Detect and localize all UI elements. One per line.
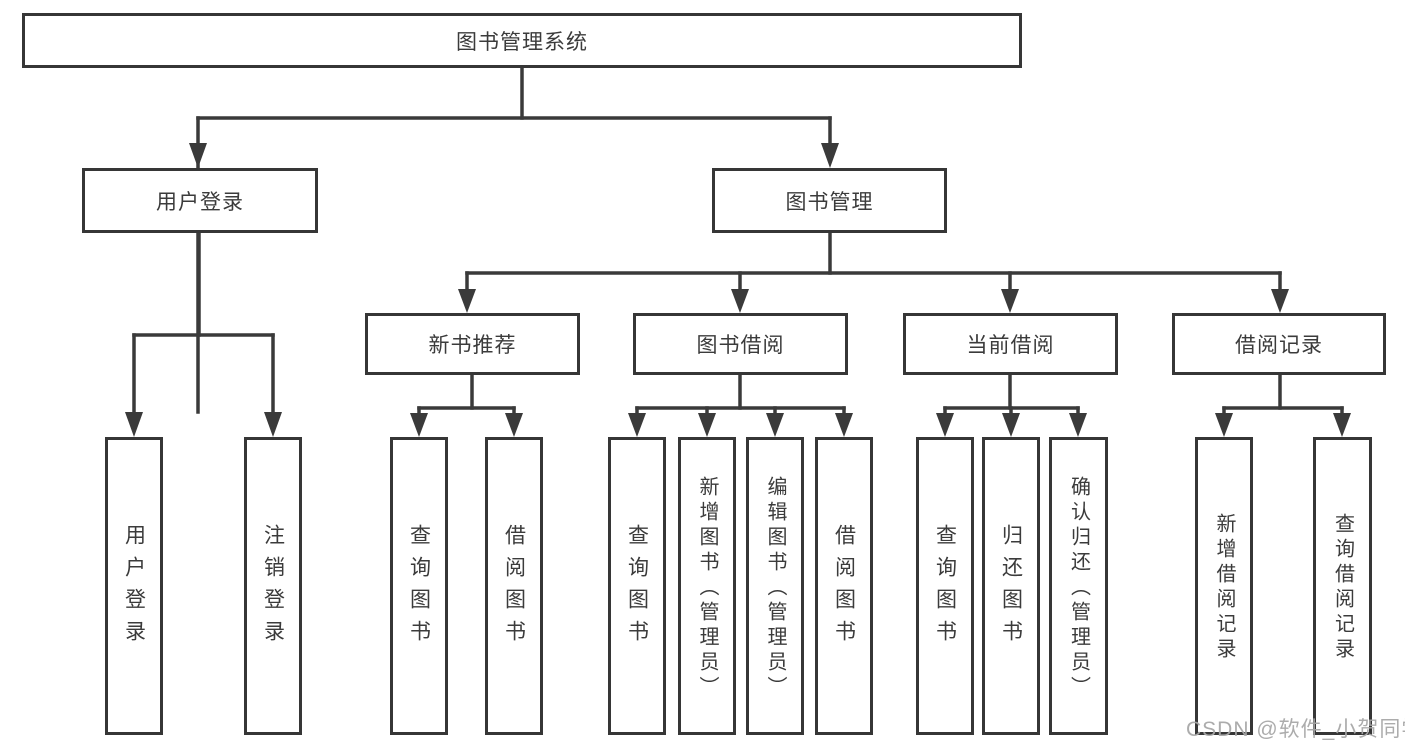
node-leaf-query-books-2: 查询图书 — [608, 437, 666, 735]
node-leaf-query-books-1: 查询图书 — [390, 437, 448, 735]
node-book-management: 图书管理 — [712, 168, 947, 233]
node-new-book-recommend: 新书推荐 — [365, 313, 580, 375]
connector-new-book-branch — [410, 373, 523, 437]
node-leaf-borrow-books-1: 借阅图书 — [485, 437, 543, 735]
node-leaf-edit-books-admin: 编辑图书（管理员） — [746, 437, 804, 735]
node-current-borrow: 当前借阅 — [903, 313, 1118, 375]
csdn-watermark: CSDN @软件_小贺同学 — [1186, 718, 1405, 741]
node-leaf-logout: 注销登录 — [244, 437, 302, 735]
node-leaf-confirm-return-admin: 确认归还（管理员） — [1049, 437, 1108, 735]
connector-borrow-records-branch — [1215, 373, 1351, 437]
node-leaf-return-books: 归还图书 — [982, 437, 1040, 735]
connector-current-borrow-branch — [936, 373, 1087, 437]
node-borrow-records: 借阅记录 — [1172, 313, 1386, 375]
node-book-borrow: 图书借阅 — [633, 313, 848, 375]
node-user-login: 用户登录 — [82, 168, 318, 233]
node-leaf-query-books-3: 查询图书 — [916, 437, 974, 735]
node-leaf-add-borrow-record: 新增借阅记录 — [1195, 437, 1253, 735]
node-leaf-borrow-books-2: 借阅图书 — [815, 437, 873, 735]
node-leaf-add-books-admin: 新增图书（管理员） — [678, 437, 736, 735]
connector-book-management-branch — [458, 231, 1289, 313]
node-leaf-query-borrow-record: 查询借阅记录 — [1313, 437, 1372, 735]
connector-user-login-branch — [125, 231, 282, 437]
node-library-management-system: 图书管理系统 — [22, 13, 1022, 68]
connector-book-borrow-branch — [628, 373, 853, 437]
node-leaf-user-login: 用户登录 — [105, 437, 163, 735]
